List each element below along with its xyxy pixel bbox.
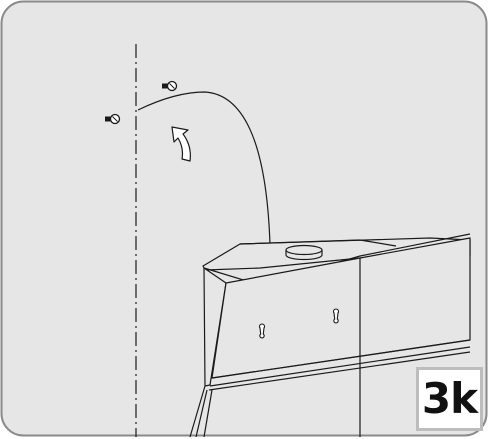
keyhole-slot-icon xyxy=(258,323,266,339)
hood-glass-edge xyxy=(195,389,208,438)
hood-left-side xyxy=(203,267,227,387)
guide-curve xyxy=(137,91,271,246)
screw-icon xyxy=(162,80,178,92)
hood-front-face xyxy=(211,237,471,379)
hood-trim-line xyxy=(208,351,471,391)
screw-icon xyxy=(105,113,121,125)
hood-top-back-edge xyxy=(239,239,397,247)
hood-trim-line xyxy=(211,339,471,379)
hood-glass-edge xyxy=(203,389,213,438)
hood-trim-line xyxy=(209,346,471,387)
step-label: 3k xyxy=(421,374,478,423)
step-badge: 3k xyxy=(416,367,483,431)
keyhole-slot-icon xyxy=(332,308,340,324)
hood-glass-edge xyxy=(189,385,206,438)
vent-outlet xyxy=(285,244,323,261)
curved-arrow-icon xyxy=(171,126,191,162)
